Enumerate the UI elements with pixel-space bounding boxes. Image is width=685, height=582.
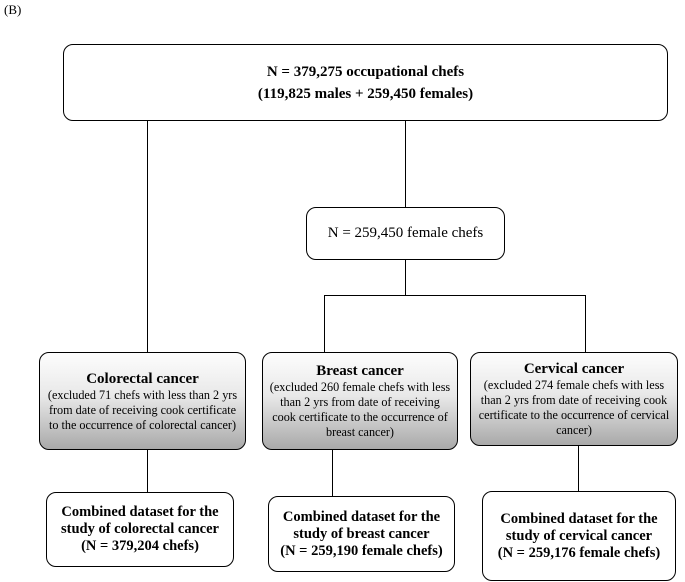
colorectal-result-line-1: Combined dataset for the — [61, 504, 219, 520]
panel-label: (B) — [4, 2, 22, 17]
female-chefs-label: N = 259,450 female chefs — [327, 225, 484, 241]
connector-horizontal-split — [324, 295, 586, 297]
connector-to-breast — [324, 295, 326, 353]
female-chefs-box: N = 259,450 female chefs — [306, 207, 505, 260]
total-chefs-box: N = 379,275 occupational chefs (119,825 … — [63, 44, 668, 121]
cervical-result-box: Combined dataset for the study of cervic… — [482, 491, 676, 581]
cervical-title: Cervical cancer — [523, 361, 625, 377]
connector-breast-result — [332, 449, 334, 497]
breast-cancer-box: Breast cancer (excluded 260 female chefs… — [262, 352, 458, 450]
cervical-result-line-1: Combined dataset for the — [500, 510, 658, 527]
cervical-exclusion-note: (excluded 274 female chefs with less tha… — [478, 378, 670, 437]
breast-result-line-3: (N = 259,190 female chefs) — [280, 542, 443, 559]
colorectal-result-box: Combined dataset for the study of colore… — [46, 492, 234, 567]
connector-colorectal-result — [147, 449, 149, 493]
connector-cervical-result — [578, 445, 580, 492]
connector-to-cervical — [585, 295, 587, 353]
breast-result-box: Combined dataset for the study of breast… — [268, 496, 455, 572]
breast-result-line-1: Combined dataset for the — [282, 508, 441, 525]
total-chefs-line: N = 379,275 occupational chefs — [266, 63, 465, 80]
breast-result-line-2: study of breast cancer — [293, 525, 430, 542]
cervical-result-line-3: (N = 259,176 female chefs) — [497, 544, 661, 561]
colorectal-title: Colorectal cancer — [86, 370, 199, 387]
connector-top-to-colorectal — [147, 120, 149, 353]
connector-top-to-female — [405, 120, 407, 208]
breast-exclusion-note: (excluded 260 female chefs with less tha… — [269, 380, 451, 439]
colorectal-cancer-box: Colorectal cancer (excluded 71 chefs wit… — [39, 352, 246, 450]
colorectal-result-line-2: study of colorectal cancer — [61, 521, 219, 537]
sex-breakdown-line: (119,825 males + 259,450 females) — [257, 85, 474, 102]
cervical-result-line-2: study of cervical cancer — [505, 527, 653, 544]
colorectal-result-line-3: (N = 379,204 chefs) — [81, 538, 199, 554]
breast-title: Breast cancer — [316, 363, 404, 379]
cervical-cancer-box: Cervical cancer (excluded 274 female che… — [470, 352, 678, 446]
connector-female-down — [405, 259, 407, 296]
colorectal-exclusion-note: (excluded 71 chefs with less than 2 yrs … — [47, 387, 238, 432]
